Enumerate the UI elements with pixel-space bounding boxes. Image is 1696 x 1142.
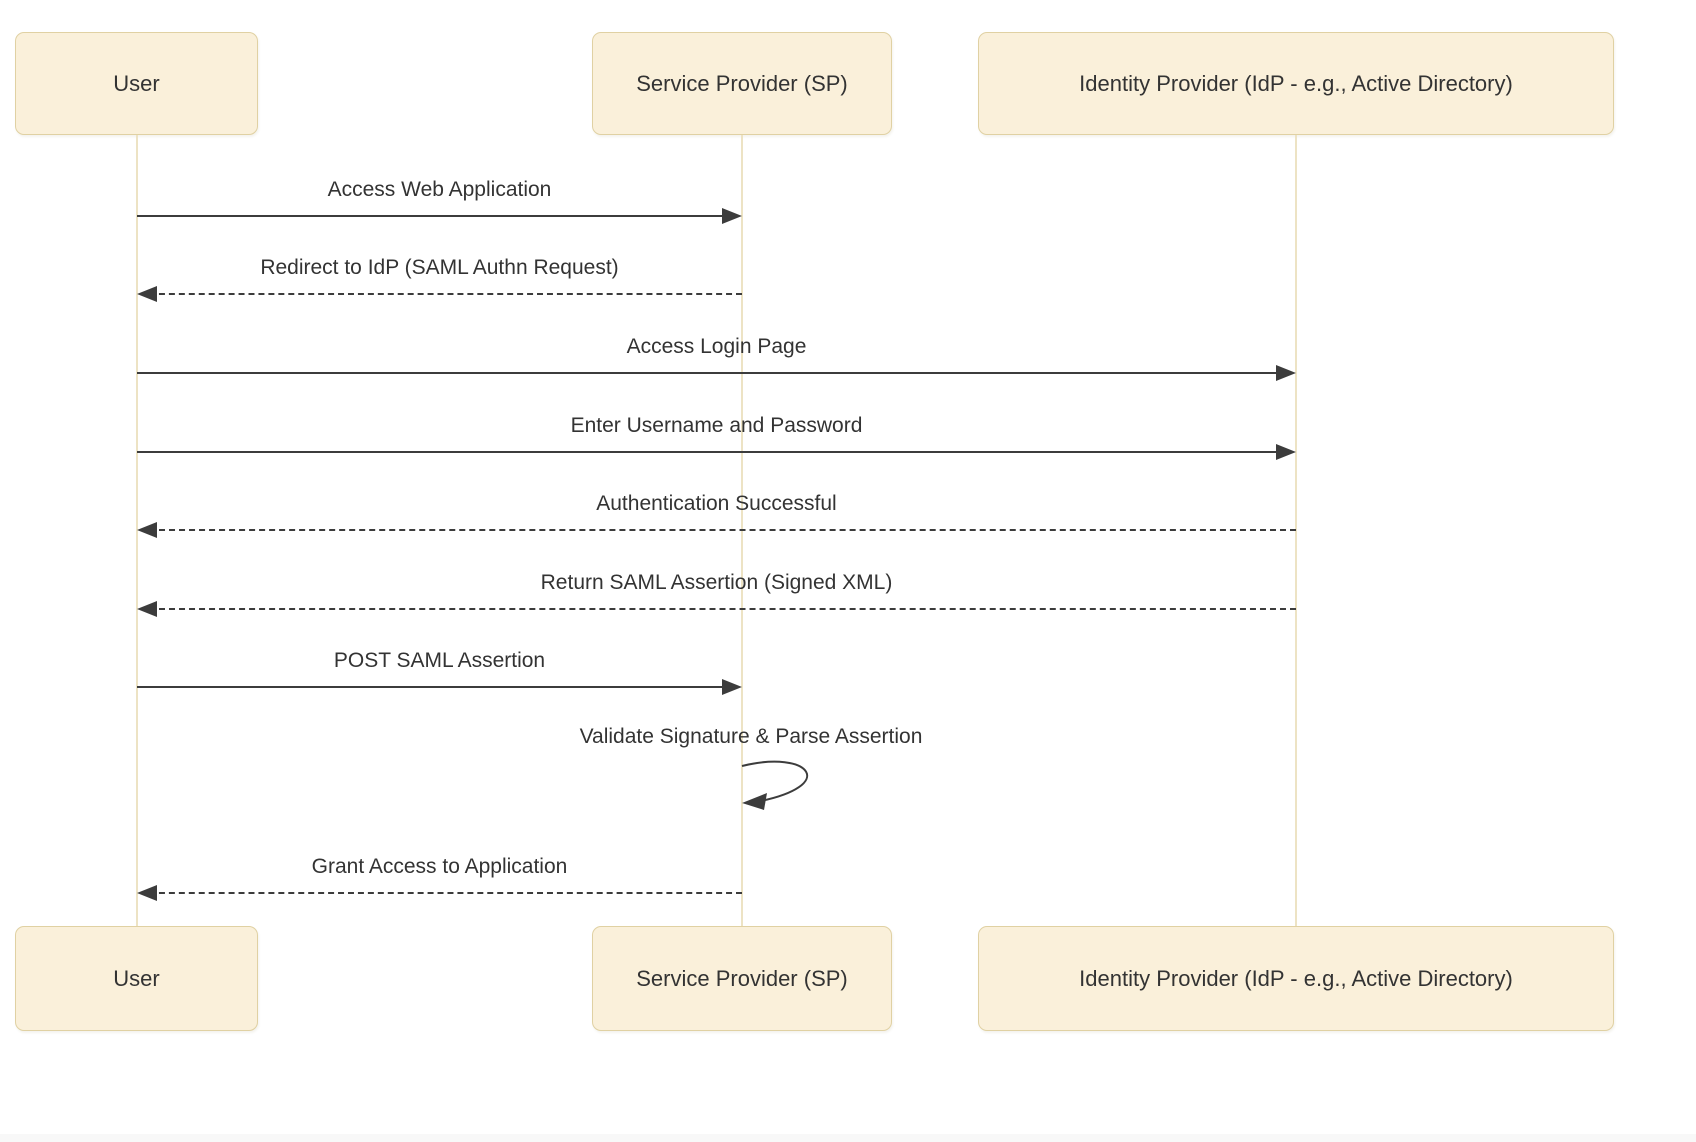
message-line: [149, 293, 742, 295]
message-label: Authentication Successful: [596, 492, 837, 515]
message-line: [149, 608, 1296, 610]
actor-box-idp-top: Identity Provider (IdP - e.g., Active Di…: [978, 32, 1614, 135]
arrowhead-left-icon: [137, 522, 157, 538]
arrowhead-left-icon: [137, 601, 157, 617]
message-label: POST SAML Assertion: [333, 649, 546, 672]
arrowhead-left-icon: [137, 286, 157, 302]
message-validate-signature-label: Validate Signature & Parse Assertion: [579, 725, 923, 748]
message-label: Access Web Application: [327, 178, 552, 201]
self-loop-arrow-icon: [741, 760, 808, 810]
actor-label-user: User: [113, 965, 160, 991]
message-line: [137, 372, 1284, 374]
lifeline-idp: [1295, 135, 1297, 926]
actor-label-user: User: [113, 70, 160, 96]
arrowhead-right-icon: [722, 679, 742, 695]
message-label: Access Login Page: [626, 335, 807, 358]
actor-box-user-top: User: [15, 32, 258, 135]
actor-box-sp-top: Service Provider (SP): [592, 32, 892, 135]
message-label: Grant Access to Application: [311, 855, 568, 878]
message-label: Return SAML Assertion (Signed XML): [540, 571, 893, 594]
message-label: Enter Username and Password: [570, 414, 863, 437]
actor-label-idp: Identity Provider (IdP - e.g., Active Di…: [1079, 70, 1513, 96]
message-line: [149, 529, 1296, 531]
actor-label-sp: Service Provider (SP): [636, 70, 848, 96]
arrowhead-right-icon: [1276, 365, 1296, 381]
arrowhead-right-icon: [1276, 444, 1296, 460]
message-label: Redirect to IdP (SAML Authn Request): [260, 256, 619, 279]
actor-box-user-bottom: User: [15, 926, 258, 1031]
actor-box-sp-bottom: Service Provider (SP): [592, 926, 892, 1031]
arrowhead-right-icon: [722, 208, 742, 224]
arrowhead-left-icon: [137, 885, 157, 901]
actor-label-sp: Service Provider (SP): [636, 965, 848, 991]
actor-box-idp-bottom: Identity Provider (IdP - e.g., Active Di…: [978, 926, 1614, 1031]
footer-strip: [0, 1134, 1696, 1142]
message-line: [137, 686, 730, 688]
message-line: [137, 215, 730, 217]
actor-label-idp: Identity Provider (IdP - e.g., Active Di…: [1079, 965, 1513, 991]
message-line: [137, 451, 1284, 453]
message-line: [149, 892, 742, 894]
